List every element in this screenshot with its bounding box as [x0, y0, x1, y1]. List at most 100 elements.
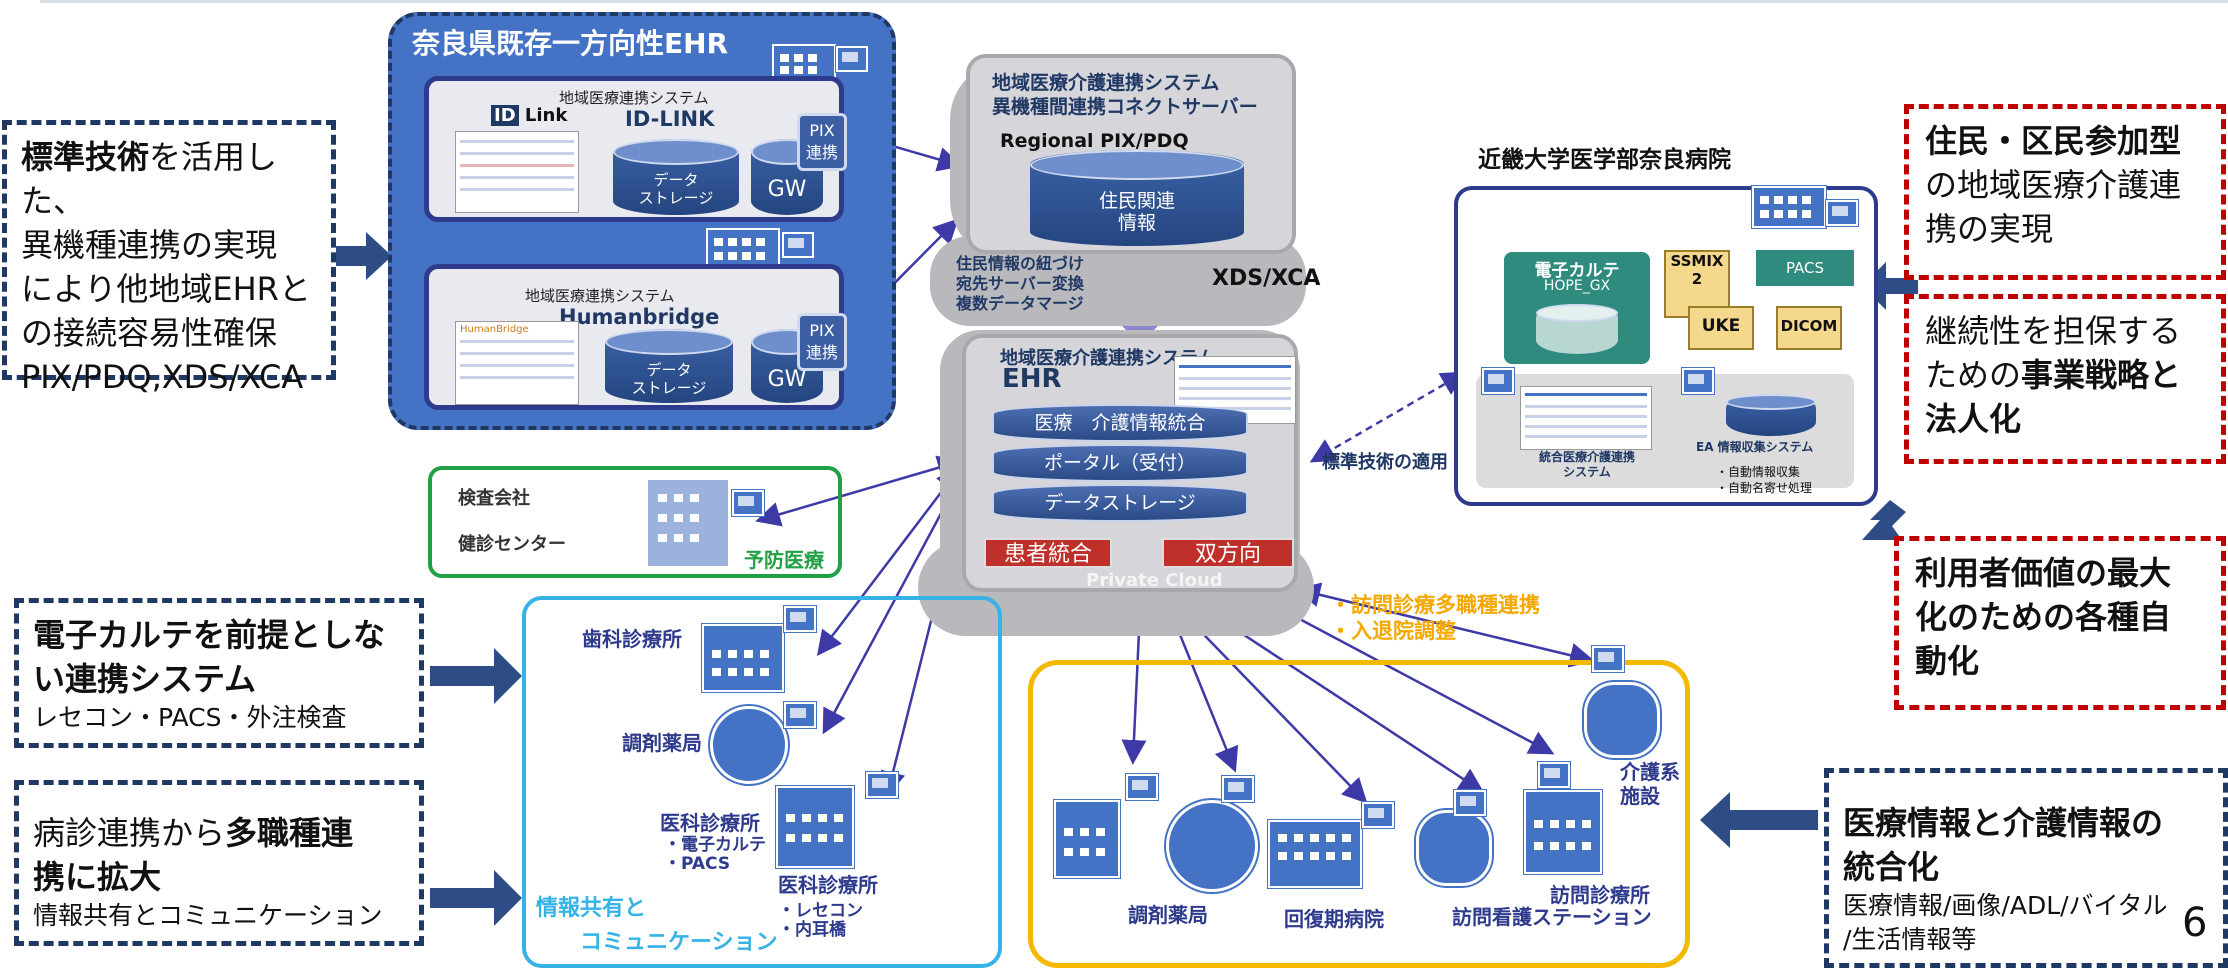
id-link-screenshot — [455, 131, 579, 213]
resident-participation-box: 住民・区民参加型 の地域医療介護連 携の実現 — [1904, 104, 2226, 280]
ehr-layer-integration: 医療 介護情報統合 — [992, 404, 1248, 442]
resident-bold: 住民・区民参加型 — [1925, 122, 2182, 160]
non-emr-sub: レセコン・PACS・外注検査 — [33, 703, 347, 732]
computer-icon — [782, 232, 814, 258]
dicom-folder: DICOM — [1776, 306, 1842, 350]
resident-info-db: 住民関連 情報 — [1030, 150, 1244, 246]
home-pharmacy-label: 調剤薬局 — [1128, 903, 1208, 927]
multi-pre: 病診連携から — [33, 814, 226, 852]
humanbridge-system: 地域医療連携システム Humanbridge HumanBridge データ ス… — [424, 264, 847, 410]
hospital-building-icon — [1752, 186, 1826, 228]
ehr-caption: 地域医療介護連携システム — [1000, 348, 1216, 369]
home-care-box — [1028, 660, 1690, 968]
standard-tech-box: 標準技術を活用した、 異機種連携の実現 により他地域EHRと の接続容易性確保 … — [2, 120, 336, 396]
multi-sub: 情報共有とコミュニケーション — [33, 901, 383, 930]
computer-icon — [1454, 790, 1486, 816]
pharmacy-icon — [1166, 800, 1258, 892]
multi-bold1: 多職種連 — [225, 814, 354, 852]
clinic2-sub: ・レセコン ・内耳橋 — [778, 901, 863, 940]
computer-icon — [1362, 802, 1394, 828]
bidirectional-tag: 双方向 — [1162, 538, 1294, 568]
humanbridge-pix: PIX 連携 — [797, 313, 847, 371]
resident-line2: の地域医療介護連 — [1925, 166, 2182, 204]
xds-xca-label: XDS/XCA — [1212, 266, 1321, 291]
humanbridge-name: Humanbridge — [559, 305, 720, 329]
std-tech-bold: 標準技術 — [21, 138, 150, 176]
health-center: 健診センター — [458, 534, 566, 555]
clinic1-label: 医科診療所 — [660, 811, 760, 835]
humanbridge-caption: 地域医療連携システム — [525, 287, 675, 305]
integ-bold2: 統合化 — [1843, 848, 1940, 886]
integration-box: 医療情報と介護情報の 統合化 医療情報/画像/ADL/バイタル /生活情報等 — [1824, 768, 2228, 968]
computer-icon — [784, 606, 816, 632]
std-tech-applied-label: 標準技術の適用 — [1322, 452, 1448, 473]
id-link-caption: 地域医療連携システム — [559, 89, 709, 107]
std-tech-line5: PIX/PDQ,XDS/XCA — [21, 358, 304, 396]
computer-icon — [836, 46, 868, 72]
strategy-line1: 継続性を担保する — [1925, 312, 2182, 350]
auto-line3: 動化 — [1915, 642, 1980, 680]
std-tech-line2: 異機種連携の実現 — [21, 226, 278, 264]
emr-block: 電子カルテ HOPE_GX — [1504, 252, 1650, 364]
integ-bold1: 医療情報と介護情報の — [1843, 804, 2164, 842]
top-rule — [40, 0, 2228, 3]
integ-line4: /生活情報等 — [1843, 925, 1977, 954]
home-care-header: ・訪問診療多職種連携 ・入退院調整 — [1330, 593, 1540, 643]
non-emr-bold2: い連携システム — [33, 660, 257, 698]
page-number: 6 — [2182, 900, 2208, 946]
connect-notes: 住民情報の紐づけ 宛先サーバー変換 複数データマージ — [956, 254, 1085, 313]
resident-line3: 携の実現 — [1925, 210, 2054, 248]
collection-db — [1726, 394, 1816, 436]
computer-icon — [784, 702, 816, 728]
computer-icon — [1826, 200, 1858, 226]
auto-line2: 化のための各種自 — [1915, 598, 2172, 636]
integ-line3: 医療情報/画像/ADL/バイタル — [1843, 891, 2168, 920]
strategy-bold: 事業戦略と — [2021, 356, 2182, 394]
strategy-bold2: 法人化 — [1925, 400, 2022, 438]
computer-icon — [866, 772, 898, 798]
uke-folder: UKE — [1688, 306, 1754, 350]
ehr-layer-portal: ポータル（受付） — [992, 444, 1248, 482]
std-tech-line4: の接続容易性確保 — [21, 314, 278, 352]
home-clinic-icon — [1054, 800, 1120, 878]
info-sharing-label: 情報共有と コミュニケーション — [536, 896, 778, 955]
private-cloud-label: Private Cloud — [1086, 570, 1223, 591]
pharmacy-label: 調剤薬局 — [622, 731, 702, 755]
nursing-station-icon — [1416, 810, 1492, 886]
inspection-company: 検査会社 — [458, 488, 530, 509]
integrated-system-screenshot — [1520, 386, 1652, 450]
connect-title1: 地域医療介護連携システム — [992, 72, 1220, 94]
id-link-logo: ID Link — [491, 105, 567, 126]
patient-integration-tag: 患者統合 — [984, 538, 1112, 568]
care-facility-icon — [1584, 682, 1660, 758]
clinic2-label: 医科診療所 — [778, 873, 878, 897]
auto-line1: 利用者価値の最大 — [1915, 554, 2172, 592]
multi-profession-box: 病診連携から多職種連 携に拡大 情報共有とコミュニケーション — [14, 780, 424, 946]
std-tech-rest: を活用した、 — [21, 138, 278, 220]
regional-pdq: Regional PIX/PDQ — [1000, 130, 1189, 152]
rehab-hospital-label: 回復期病院 — [1284, 907, 1384, 931]
home-visit-clinic-label: 訪問診療所 — [1550, 883, 1650, 907]
ehr-title: EHR — [1002, 364, 1062, 394]
dental-clinic-icon — [702, 624, 784, 692]
computer-icon — [1592, 646, 1624, 672]
clinic1-icon — [776, 786, 854, 868]
computer-icon — [1126, 774, 1158, 800]
multi-bold2: 携に拡大 — [33, 858, 162, 896]
strategy-pre: ための — [1925, 356, 2022, 394]
std-tech-line3: により他地域EHRと — [21, 270, 311, 308]
computer-icon — [1482, 368, 1514, 394]
pharmacy-icon — [710, 706, 788, 784]
id-link-pix: PIX 連携 — [797, 113, 847, 171]
business-strategy-box: 継続性を担保する ための事業戦略と 法人化 — [1904, 294, 2226, 464]
id-link-system: 地域医療連携システム ID-LINK ID Link データ ストレージ GW … — [424, 76, 847, 222]
id-link-storage: データ ストレージ — [613, 139, 739, 215]
hospital-title: 近畿大学医学部奈良病院 — [1478, 147, 1731, 173]
integrated-system-label: 統合医療介護連携 システム — [1538, 450, 1635, 479]
humanbridge-storage: データ ストレージ — [605, 329, 733, 403]
pacs-block: PACS — [1756, 250, 1854, 286]
nara-title: 奈良県既存一方向性EHR — [412, 27, 729, 60]
id-link-name: ID-LINK — [625, 107, 715, 131]
computer-icon — [1538, 762, 1570, 788]
dental-clinic-label: 歯科診療所 — [582, 627, 682, 651]
